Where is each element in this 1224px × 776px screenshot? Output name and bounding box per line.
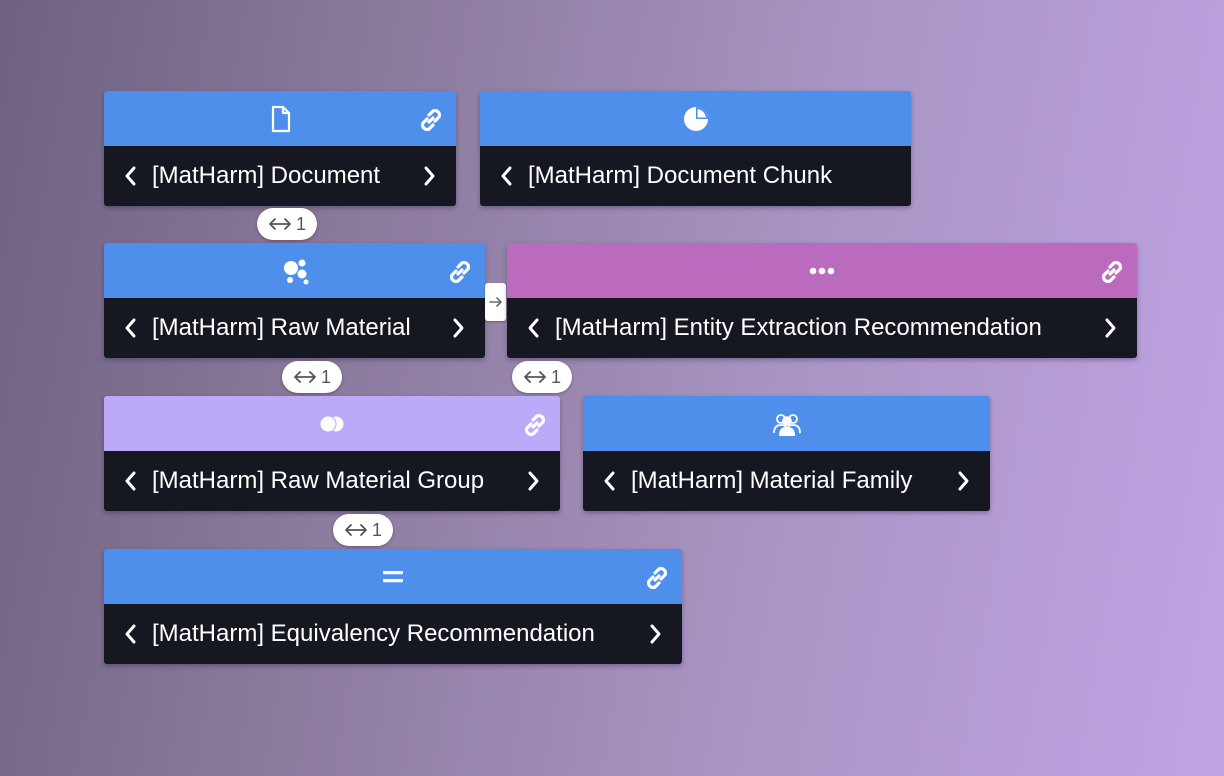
chevron-right-icon[interactable] xyxy=(1101,316,1121,340)
users-icon xyxy=(772,413,801,436)
chevron-right-icon[interactable] xyxy=(449,316,469,340)
node-header xyxy=(583,396,990,451)
bidirectional-arrow-icon xyxy=(345,524,367,536)
node-raw-material[interactable]: [MatHarm] Raw Material xyxy=(104,243,485,358)
node-title-bar: [MatHarm] Entity Extraction Recommendati… xyxy=(507,298,1137,358)
ellipsis-icon xyxy=(809,267,835,274)
link-icon[interactable] xyxy=(1095,255,1129,289)
chevron-left-icon[interactable] xyxy=(496,164,516,188)
node-document-chunk[interactable]: [MatHarm] Document Chunk xyxy=(480,91,911,206)
node-header xyxy=(104,549,682,604)
node-title-bar: [MatHarm] Material Family xyxy=(583,451,990,511)
relation-count: 1 xyxy=(320,366,331,387)
bidirectional-arrow-icon xyxy=(294,371,316,383)
link-icon[interactable] xyxy=(443,255,477,289)
link-icon[interactable] xyxy=(640,561,674,595)
pie-chart-icon xyxy=(683,106,708,131)
bidirectional-arrow-icon xyxy=(269,218,291,230)
node-title-bar: [MatHarm] Raw Material Group xyxy=(104,451,560,511)
bidirectional-arrow-icon xyxy=(524,371,546,383)
relation-count: 1 xyxy=(295,213,306,234)
node-header xyxy=(507,243,1137,298)
molecule-icon xyxy=(283,259,308,284)
chevron-left-icon[interactable] xyxy=(523,316,543,340)
overlapping-circles-icon xyxy=(319,415,344,432)
node-equivalency-recommendation[interactable]: [MatHarm] Equivalency Recommendation xyxy=(104,549,682,664)
node-header xyxy=(104,91,456,146)
relation-count-badge[interactable]: 1 xyxy=(282,361,342,393)
link-icon[interactable] xyxy=(414,103,448,137)
node-title: [MatHarm] Raw Material Group xyxy=(152,469,485,493)
document-icon xyxy=(271,105,291,132)
node-entity-extraction-recommendation[interactable]: [MatHarm] Entity Extraction Recommendati… xyxy=(507,243,1137,358)
node-title: [MatHarm] Material Family xyxy=(631,469,913,493)
right-arrow-icon xyxy=(488,297,502,307)
node-title: [MatHarm] Raw Material xyxy=(152,316,411,340)
node-title: [MatHarm] Equivalency Recommendation xyxy=(152,622,595,646)
link-icon[interactable] xyxy=(518,408,552,442)
relation-count-badge[interactable]: 1 xyxy=(512,361,572,393)
relation-count: 1 xyxy=(371,519,382,540)
chevron-right-icon[interactable] xyxy=(420,164,440,188)
chevron-right-icon[interactable] xyxy=(524,469,544,493)
node-document[interactable]: [MatHarm] Document xyxy=(104,91,456,206)
relation-count-badge[interactable]: 1 xyxy=(257,208,317,240)
chevron-right-icon[interactable] xyxy=(954,469,974,493)
chevron-left-icon[interactable] xyxy=(120,316,140,340)
node-title-bar: [MatHarm] Document xyxy=(104,146,456,206)
equals-icon xyxy=(383,570,403,582)
connector-arrow[interactable] xyxy=(485,283,506,321)
chevron-left-icon[interactable] xyxy=(120,164,140,188)
node-title-bar: [MatHarm] Equivalency Recommendation xyxy=(104,604,682,664)
node-title: [MatHarm] Document xyxy=(152,164,381,188)
chevron-left-icon[interactable] xyxy=(120,622,140,646)
node-title-bar: [MatHarm] Raw Material xyxy=(104,298,485,358)
node-material-family[interactable]: [MatHarm] Material Family xyxy=(583,396,990,511)
node-title: [MatHarm] Document Chunk xyxy=(528,164,833,188)
chevron-left-icon[interactable] xyxy=(120,469,140,493)
chevron-right-icon[interactable] xyxy=(646,622,666,646)
node-header xyxy=(104,243,485,298)
relation-count: 1 xyxy=(550,366,561,387)
node-header xyxy=(104,396,560,451)
node-raw-material-group[interactable]: [MatHarm] Raw Material Group xyxy=(104,396,560,511)
node-title: [MatHarm] Entity Extraction Recommendati… xyxy=(555,316,1042,340)
chevron-left-icon[interactable] xyxy=(599,469,619,493)
node-title-bar: [MatHarm] Document Chunk xyxy=(480,146,911,206)
relation-count-badge[interactable]: 1 xyxy=(333,514,393,546)
node-header xyxy=(480,91,911,146)
